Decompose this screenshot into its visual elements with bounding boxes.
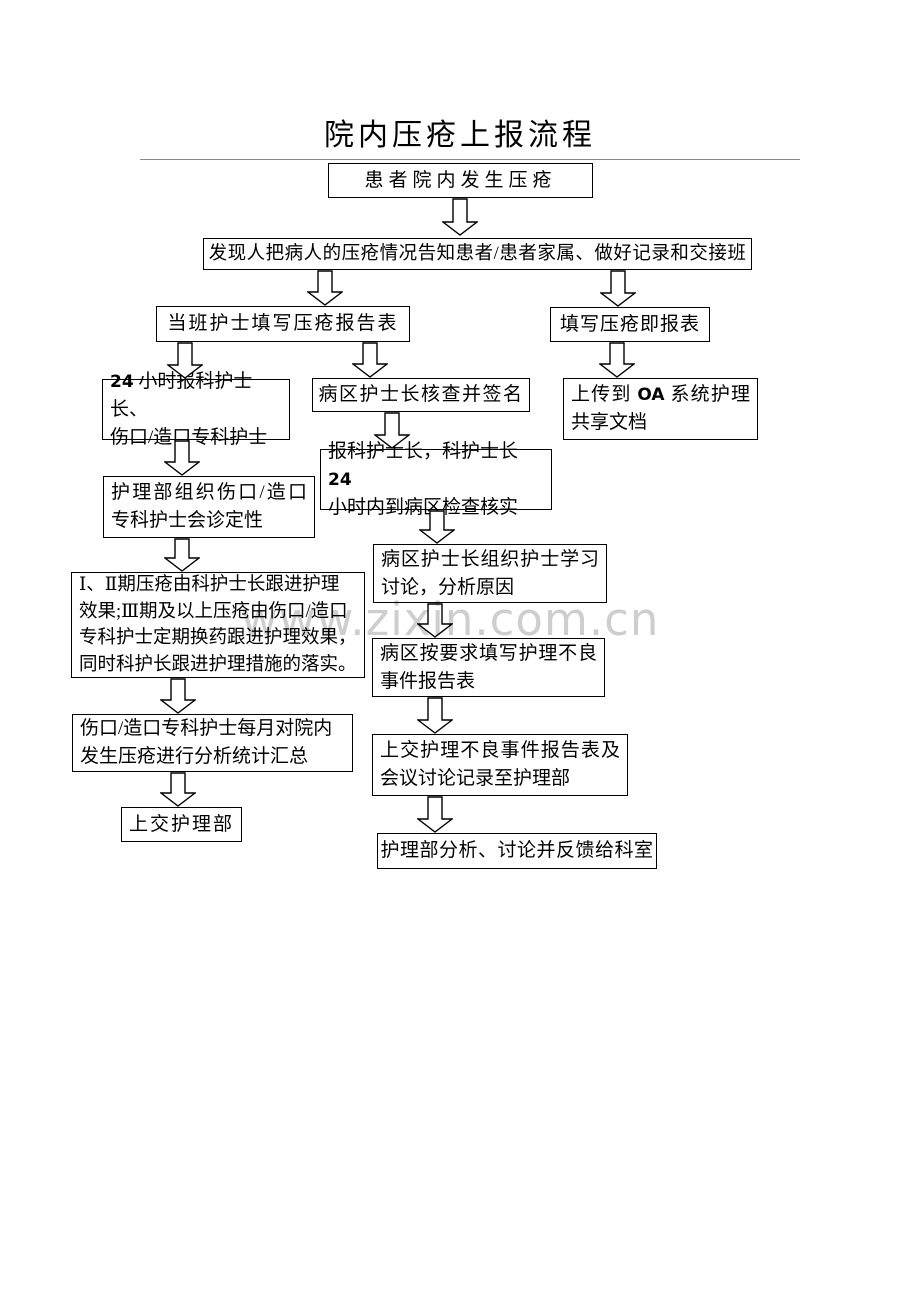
flow-arrow-3: [600, 270, 636, 307]
flow-step-ward-discussion: 病区护士长组织护士学习 讨论，分析原因: [373, 544, 607, 603]
flow-step-notify-family-record: 发现人把病人的压疮情况告知患者/患者家属、做好记录和交接班: [203, 238, 752, 270]
flow-step-upload-oa: 上传到 OA 系统护理 共享文档: [563, 378, 758, 440]
flow-arrow-9: [164, 538, 200, 572]
flow-arrow-2: [307, 270, 343, 306]
title-divider: [140, 159, 800, 160]
flow-arrow-10: [419, 510, 455, 544]
flow-arrow-7: [164, 440, 200, 476]
flow-step-stage-followup: Ⅰ、Ⅱ期压疮由科护士长跟进护理 效果;Ⅲ期及以上压疮由伤口/造口 专科护士定期换…: [71, 572, 365, 678]
flow-arrow-6: [599, 342, 635, 378]
flow-step-nurse-fill-report: 当班护士填写压疮报告表: [156, 306, 410, 342]
flow-step-nursing-dept-consult: 护理部组织伤口/造口 专科护士会诊定性: [103, 476, 315, 538]
flow-arrow-13: [417, 697, 453, 734]
page-title: 院内压疮上报流程: [324, 119, 596, 152]
bold-oa: OA: [637, 385, 665, 405]
bold-number: 24: [110, 371, 134, 392]
flow-arrow-12: [417, 603, 453, 638]
flow-step-fill-adverse-event-form: 病区按要求填写护理不良 事件报告表: [372, 638, 605, 697]
flow-step-dept-analyze-feedback: 护理部分析、讨论并反馈给科室: [377, 833, 657, 869]
flow-step-submit-report-minutes: 上交护理不良事件报告表及 会议讨论记录至护理部: [372, 734, 628, 796]
flow-step-monthly-analysis: 伤口/造口专科护士每月对院内 发生压疮进行分析统计汇总: [72, 714, 353, 772]
flow-step-head-nurse-24h-check: 报科护士长，科护士长 24 小时内到病区检查核实: [320, 441, 552, 518]
flow-arrow-1: [442, 198, 478, 236]
flow-arrow-15: [417, 796, 453, 833]
flow-arrow-11: [160, 678, 196, 714]
flow-step-report-24h-head-nurse: 24 小时报科护士长、 伤口/造口专科护士: [102, 371, 290, 448]
flow-step-submit-nursing-dept: 上交护理部: [121, 807, 242, 842]
flow-step-fill-instant-report: 填写压疮即报表: [550, 307, 710, 342]
bold-number: 24: [328, 469, 352, 490]
flow-step-ward-head-verify-sign: 病区护士长核查并签名: [312, 378, 530, 412]
flow-arrow-8: [374, 412, 410, 449]
flow-arrow-5: [352, 342, 388, 378]
flow-step-ulcer-occurs: 患者院内发生压疮: [328, 163, 593, 198]
flow-arrow-14: [160, 772, 196, 807]
flow-arrow-4: [167, 342, 203, 379]
